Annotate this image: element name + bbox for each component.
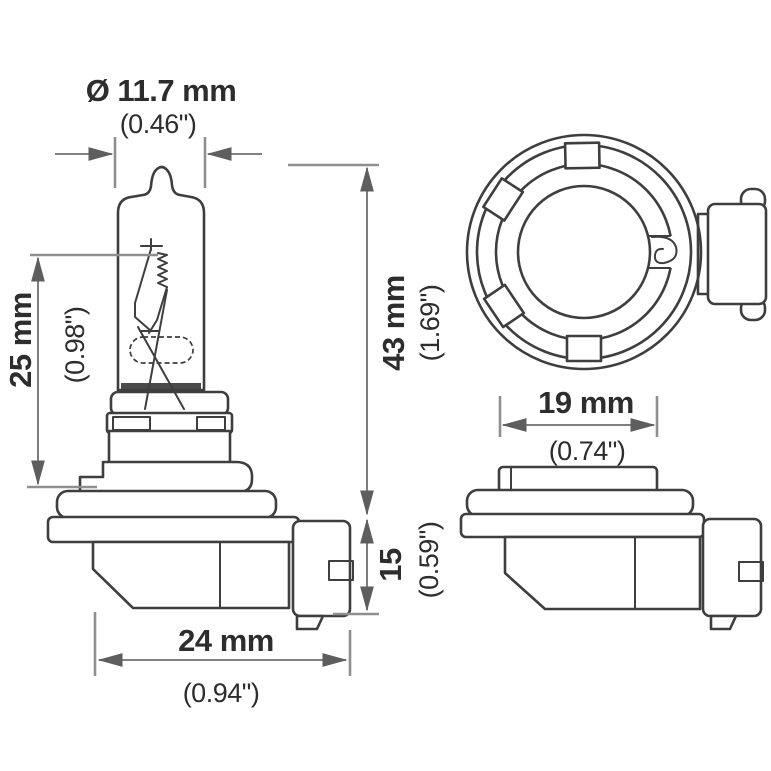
connector-foot bbox=[295, 614, 325, 631]
filament-coil bbox=[157, 252, 168, 288]
connector-tab bbox=[328, 560, 354, 581]
base2-top-block bbox=[497, 465, 659, 494]
label-glass-height-inch: (0.98") bbox=[60, 307, 90, 384]
ring-outer bbox=[465, 133, 703, 371]
base-flange-main bbox=[46, 515, 301, 544]
base-ferrule-top bbox=[109, 390, 230, 417]
label-glass-height-mm: 25 mm bbox=[3, 292, 38, 388]
label-collar-width-mm: 19 mm bbox=[538, 385, 634, 420]
ring-inner-hole bbox=[516, 184, 652, 320]
base2-body bbox=[503, 535, 702, 611]
label-total-height-mm: 43 mm bbox=[376, 275, 411, 371]
ring-hook bbox=[651, 235, 678, 265]
label-base-length-mm: 24 mm bbox=[178, 623, 274, 658]
filament-assembly bbox=[134, 238, 185, 410]
base-flange-round bbox=[55, 489, 278, 520]
base-band-3 bbox=[107, 429, 232, 467]
label-base-height-inch: (0.59") bbox=[414, 522, 444, 599]
key-tab-top bbox=[563, 141, 601, 170]
key-tab-bottom bbox=[565, 334, 603, 363]
label-diameter-inch: (0.46") bbox=[120, 109, 197, 139]
base-body bbox=[91, 540, 291, 610]
label-total-height-inch: (1.69") bbox=[415, 285, 445, 362]
key-tab-lower-left bbox=[482, 283, 526, 329]
key-tab-upper-left bbox=[482, 177, 525, 222]
base2-connector-body bbox=[701, 517, 763, 618]
side-view-figure bbox=[46, 165, 354, 631]
connector-body bbox=[291, 519, 352, 618]
label-base-height-mm: 15 bbox=[373, 548, 408, 582]
base2-collar bbox=[465, 488, 695, 518]
dimension-base-length: 24 mm (0.94") bbox=[93, 612, 352, 708]
label-base-length-inch: (0.94") bbox=[183, 678, 260, 708]
label-collar-width-inch: (0.74") bbox=[549, 436, 626, 466]
dimension-collar-width: 19 mm (0.74") bbox=[498, 385, 659, 466]
front-connector-body bbox=[706, 202, 768, 306]
label-diameter-mm: Ø 11.7 mm bbox=[86, 73, 237, 108]
dimension-base-height: 15 (0.59") bbox=[333, 518, 444, 616]
base2-connector-foot bbox=[709, 614, 738, 631]
base-side-view-figure bbox=[459, 465, 764, 631]
base-collar-notched bbox=[78, 460, 254, 494]
front-view-figure bbox=[465, 133, 768, 371]
glass-envelope bbox=[116, 165, 206, 392]
base2-connector-tab bbox=[738, 561, 764, 582]
base2-flange bbox=[459, 512, 706, 539]
dimension-glass-height: 25 mm (0.98") bbox=[3, 253, 158, 489]
dimension-total-height: 43 mm (1.69") bbox=[288, 163, 445, 516]
dimension-diameter: Ø 11.7 mm (0.46") bbox=[55, 73, 262, 188]
